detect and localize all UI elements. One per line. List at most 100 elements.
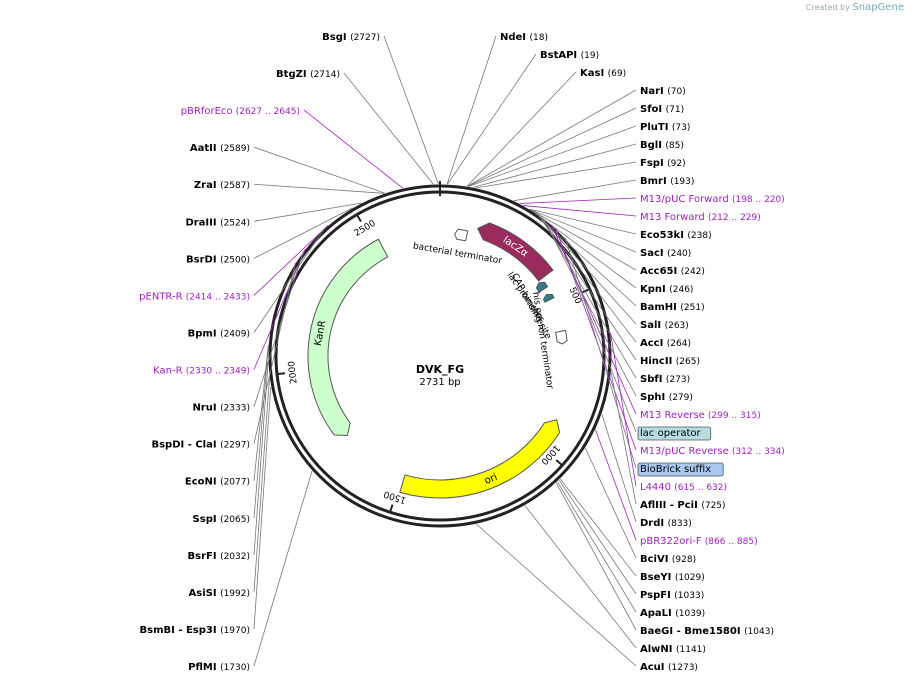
site-kpni[interactable]: KpnI (246) bbox=[640, 284, 693, 295]
site-bamhi[interactable]: BamHI (251) bbox=[640, 302, 705, 313]
site-label-m13-forward: M13 Forward (212 .. 229) bbox=[640, 212, 761, 223]
site-label-apali: ApaLI (1039) bbox=[640, 608, 705, 619]
site-label-acui: AcuI (1273) bbox=[640, 662, 698, 673]
site-zrai[interactable]: ZraI (2587) bbox=[194, 180, 250, 191]
site-m13-reverse[interactable]: M13 Reverse (299 .. 315) bbox=[640, 410, 761, 421]
site-pbrforeco[interactable]: pBRforEco (2627 .. 2645) bbox=[181, 106, 300, 117]
feature-ori[interactable] bbox=[399, 419, 561, 499]
site-sali[interactable]: SalI (263) bbox=[640, 320, 689, 331]
site-label-sali: SalI (263) bbox=[640, 320, 689, 331]
credit-brand: SnapGene bbox=[852, 2, 904, 13]
site-sspi[interactable]: SspI (2065) bbox=[193, 514, 250, 525]
site-fspi[interactable]: FspI (92) bbox=[640, 158, 686, 169]
site-eco53ki[interactable]: Eco53kI (238) bbox=[640, 230, 712, 241]
site-drdi[interactable]: DrdI (833) bbox=[640, 518, 692, 529]
site-label-sfoi: SfoI (71) bbox=[640, 104, 684, 115]
site-acui[interactable]: AcuI (1273) bbox=[640, 662, 698, 673]
site-leader-acui bbox=[476, 523, 637, 667]
site-leader-zrai bbox=[253, 183, 385, 194]
site-econi[interactable]: EcoNI (2077) bbox=[185, 477, 250, 488]
site-kasi[interactable]: KasI (69) bbox=[580, 68, 626, 79]
site-draiii[interactable]: DraIII (2524) bbox=[185, 217, 250, 228]
site-afliii-pcii[interactable]: AflIII - PciI (725) bbox=[640, 500, 726, 511]
site-label-pbrforeco: pBRforEco (2627 .. 2645) bbox=[181, 106, 300, 117]
site-label-pflmi: PflMI (1730) bbox=[188, 662, 250, 673]
site-label-bamhi: BamHI (251) bbox=[640, 302, 705, 313]
site-leader-nari bbox=[467, 89, 637, 187]
site-label-bstapi: BstAPI (19) bbox=[540, 50, 599, 61]
site-acc65i[interactable]: Acc65I (242) bbox=[640, 266, 705, 277]
site-hincii[interactable]: HincII (265) bbox=[640, 356, 700, 367]
site-leader-sspi bbox=[253, 349, 269, 518]
site-label-econi: EcoNI (2077) bbox=[185, 477, 250, 488]
site-label-m13-puc-reverse: M13/pUC Reverse (312 .. 334) bbox=[640, 446, 785, 457]
site-kan-r[interactable]: Kan-R (2330 .. 2349) bbox=[153, 366, 250, 377]
site-acci[interactable]: AccI (264) bbox=[640, 338, 691, 349]
feature-his-operon-terminator[interactable] bbox=[555, 329, 568, 345]
site-m13-forward[interactable]: M13 Forward (212 .. 229) bbox=[640, 212, 761, 223]
site-leader-kan-r bbox=[253, 248, 306, 370]
feature-lac-promoter[interactable] bbox=[535, 281, 549, 293]
site-biobrick-suffix[interactable]: BioBrick suffix bbox=[637, 462, 724, 477]
site-apali[interactable]: ApaLI (1039) bbox=[640, 608, 705, 619]
site-bsrdi[interactable]: BsrDI (2500) bbox=[186, 254, 250, 265]
site-label-lac-operator: lac operator bbox=[640, 428, 701, 439]
site-ndei[interactable]: NdeI (18) bbox=[500, 32, 548, 43]
site-leader-draiii bbox=[253, 202, 362, 222]
site-saci[interactable]: SacI (240) bbox=[640, 248, 691, 259]
site-bspdi-clai[interactable]: BspDI - ClaI (2297) bbox=[151, 440, 250, 451]
site-bsmbi-esp3i[interactable]: BsmBI - Esp3I (1970) bbox=[140, 625, 251, 636]
site-label-acc65i: Acc65I (242) bbox=[640, 266, 705, 277]
site-leader-bmri bbox=[513, 179, 637, 202]
site-sbfi[interactable]: SbfI (273) bbox=[640, 374, 690, 385]
site-leader-l4440 bbox=[609, 332, 637, 487]
site-alwni[interactable]: AlwNI (1141) bbox=[640, 644, 706, 655]
site-pluti[interactable]: PluTI (73) bbox=[640, 122, 690, 133]
site-pspfi[interactable]: PspFI (1033) bbox=[640, 590, 704, 601]
site-aatii[interactable]: AatII (2589) bbox=[190, 143, 250, 154]
site-lac-operator[interactable]: lac operator bbox=[637, 426, 712, 441]
site-leader-hincii bbox=[538, 214, 637, 361]
site-pentr-r[interactable]: pENTR-R (2414 .. 2433) bbox=[139, 291, 250, 302]
feature-cap-binding-site[interactable] bbox=[542, 293, 555, 303]
site-label-nari: NarI (70) bbox=[640, 86, 686, 97]
site-bmri[interactable]: BmrI (193) bbox=[640, 176, 694, 187]
site-label-bmri: BmrI (193) bbox=[640, 176, 694, 187]
site-bseyi[interactable]: BseYI (1029) bbox=[640, 572, 705, 583]
site-leader-sphi bbox=[542, 218, 637, 397]
site-bstapi[interactable]: BstAPI (19) bbox=[540, 50, 599, 61]
site-btgzi[interactable]: BtgZI (2714) bbox=[276, 69, 340, 80]
site-leader-eco53ki bbox=[529, 208, 637, 235]
site-sfoi[interactable]: SfoI (71) bbox=[640, 104, 684, 115]
site-m13-puc-forward[interactable]: M13/pUC Forward (198 .. 220) bbox=[640, 194, 785, 205]
site-leader-bseyi bbox=[559, 478, 637, 577]
feature-bacterial-terminator[interactable] bbox=[454, 228, 469, 242]
site-leader-m13-puc-forward bbox=[519, 197, 637, 204]
site-leader-lac-operator bbox=[555, 228, 637, 433]
site-nari[interactable]: NarI (70) bbox=[640, 86, 686, 97]
site-bsrfi[interactable]: BsrFI (2032) bbox=[188, 551, 250, 562]
site-bsgi[interactable]: BsgI (2727) bbox=[322, 32, 380, 43]
site-leader-bsgi bbox=[383, 35, 439, 185]
site-sphi[interactable]: SphI (279) bbox=[640, 392, 693, 403]
site-m13-puc-reverse[interactable]: M13/pUC Reverse (312 .. 334) bbox=[640, 446, 785, 457]
tick-2000 bbox=[276, 372, 286, 376]
site-bcivi[interactable]: BciVI (928) bbox=[640, 554, 696, 565]
site-label-biobrick-suffix: BioBrick suffix bbox=[640, 464, 711, 475]
site-bpmi[interactable]: BpmI (2409) bbox=[188, 328, 250, 339]
site-asisi[interactable]: AsiSI (1992) bbox=[189, 588, 250, 599]
site-baegi-bme1580i[interactable]: BaeGI - Bme1580I (1043) bbox=[640, 626, 774, 637]
site-pbr322ori-f[interactable]: pBR322ori-F (866 .. 885) bbox=[640, 536, 758, 547]
site-layer: NdeI (18) BstAPI (19) KasI (69) NarI (70) Sf… bbox=[139, 32, 785, 673]
feature-kanr[interactable] bbox=[307, 238, 389, 436]
site-bgli[interactable]: BglI (85) bbox=[640, 140, 684, 151]
site-leader-fspi bbox=[476, 161, 637, 189]
site-nrui[interactable]: NruI (2333) bbox=[192, 403, 250, 414]
site-l4440[interactable]: L4440 (615 .. 632) bbox=[640, 482, 727, 493]
feature-lacz[interactable] bbox=[477, 222, 554, 282]
site-pflmi[interactable]: PflMI (1730) bbox=[188, 662, 250, 673]
tick-label-2000: 2000 bbox=[287, 360, 300, 384]
site-label-baegi-bme1580i: BaeGI - Bme1580I (1043) bbox=[640, 626, 774, 637]
